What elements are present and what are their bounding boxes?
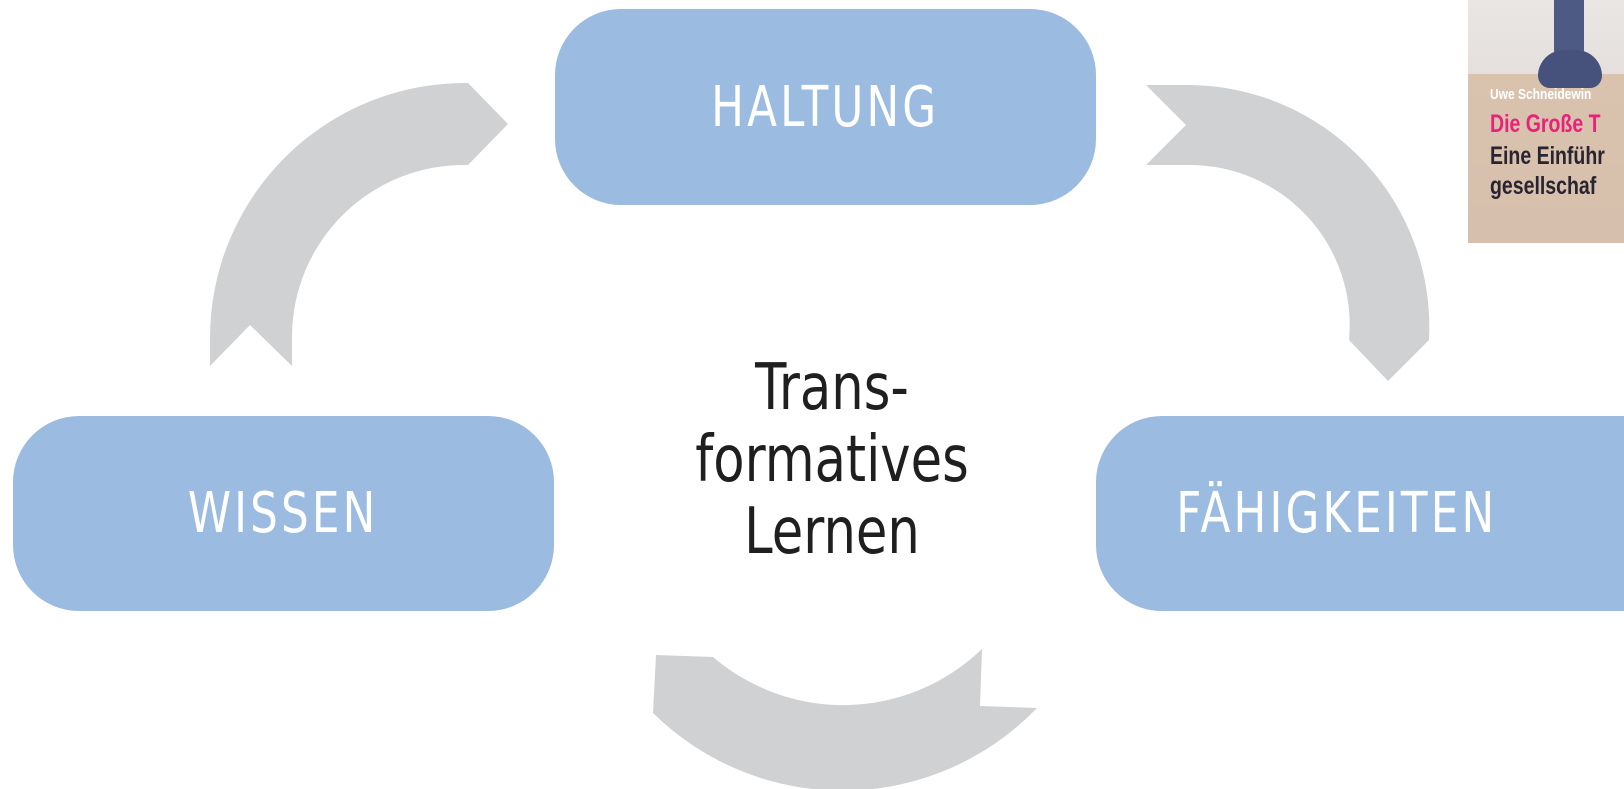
wissen-label: WISSEN [188,481,379,546]
book-cover-floor [1468,74,1624,243]
haltung-label: HALTUNG [711,74,940,140]
center-label-line-3: Lernen [744,495,920,569]
book-cover-thumbnail: Uwe Schneidewin Die Große T Eine Einführ… [1468,0,1624,243]
book-title-line-3: gesellschaf [1490,172,1597,200]
book-author: Uwe Schneidewin [1490,86,1592,103]
center-label-line-1: Trans- [755,351,909,425]
book-title-line-2: Eine Einführ [1490,142,1605,170]
arrow-faehigkeiten-to-wissen [653,649,1037,789]
faehigkeiten-label: FÄHIGKEITEN [1176,481,1497,546]
book-title-line-1: Die Große T [1490,110,1601,138]
arrow-haltung-to-faehigkeiten [1146,85,1430,381]
arrow-wissen-to-haltung [210,82,508,366]
statue-base [1538,50,1602,88]
wissen-box: WISSEN [13,416,554,611]
center-label: Trans- formatives Lernen [640,352,1024,568]
faehigkeiten-box: FÄHIGKEITEN [1096,416,1624,611]
center-label-line-2: formatives [695,423,969,497]
haltung-box: HALTUNG [555,9,1096,205]
